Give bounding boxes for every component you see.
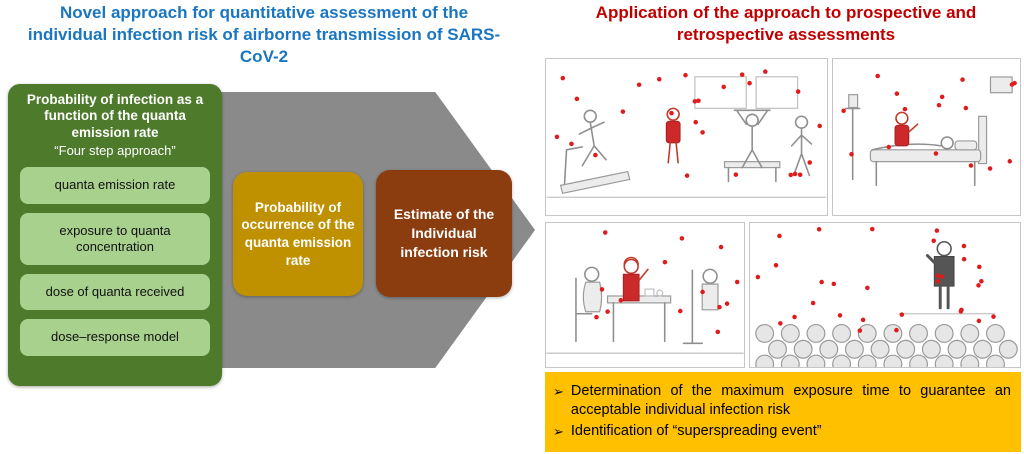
audience-heads — [755, 323, 1018, 367]
four-step-box: Probability of infection as a function o… — [8, 84, 222, 386]
virus-dots — [594, 230, 740, 335]
restaurant-scene-illustration — [546, 230, 744, 354]
virus-dots — [841, 73, 1017, 171]
restaurant-scene-panel — [545, 222, 745, 368]
hospital-scene-illustration — [841, 73, 1017, 187]
four-step-box-subtitle: “Four step approach” — [54, 143, 176, 159]
right-title: Application of the approach to prospecti… — [595, 3, 977, 45]
virus-dots — [755, 226, 996, 333]
infection-risk-estimate-box: Estimate of the Individual infection ris… — [376, 170, 512, 297]
crowd-scene-illustration — [755, 226, 1018, 367]
gym-scene-illustration — [546, 69, 827, 198]
bullet-text: Identification of “superspreading event” — [570, 423, 822, 440]
step-item-dose-response-model: dose–response model — [20, 319, 210, 356]
step-item-dose-received: dose of quanta received — [20, 274, 210, 311]
step-item-quanta-emission-rate: quanta emission rate — [20, 167, 210, 204]
left-title: Novel approach for quantitative assessme… — [27, 3, 501, 66]
four-step-box-title: Probability of infection as a function o… — [26, 92, 204, 140]
bullet-text: Determination of the maximum exposure ti… — [570, 383, 1011, 419]
virus-dots — [554, 69, 822, 178]
takeaway-banner: ➢ Determination of the maximum exposure … — [545, 372, 1021, 452]
arrow-bullet-icon: ➢ — [553, 424, 564, 440]
bullet-item-superspreading: ➢ Identification of “superspreading even… — [553, 422, 1011, 441]
crowd-scene-panel — [749, 222, 1021, 368]
bullet-item-exposure-time: ➢ Determination of the maximum exposure … — [553, 382, 1011, 420]
arrow-bullet-icon: ➢ — [553, 384, 564, 399]
hospital-scene-panel — [832, 58, 1021, 216]
step-item-exposure-to-quanta: exposure to quanta concentration — [20, 212, 210, 266]
occurrence-probability-box: Probability of occurrence of the quanta … — [233, 172, 363, 296]
gym-scene-panel — [545, 58, 828, 216]
